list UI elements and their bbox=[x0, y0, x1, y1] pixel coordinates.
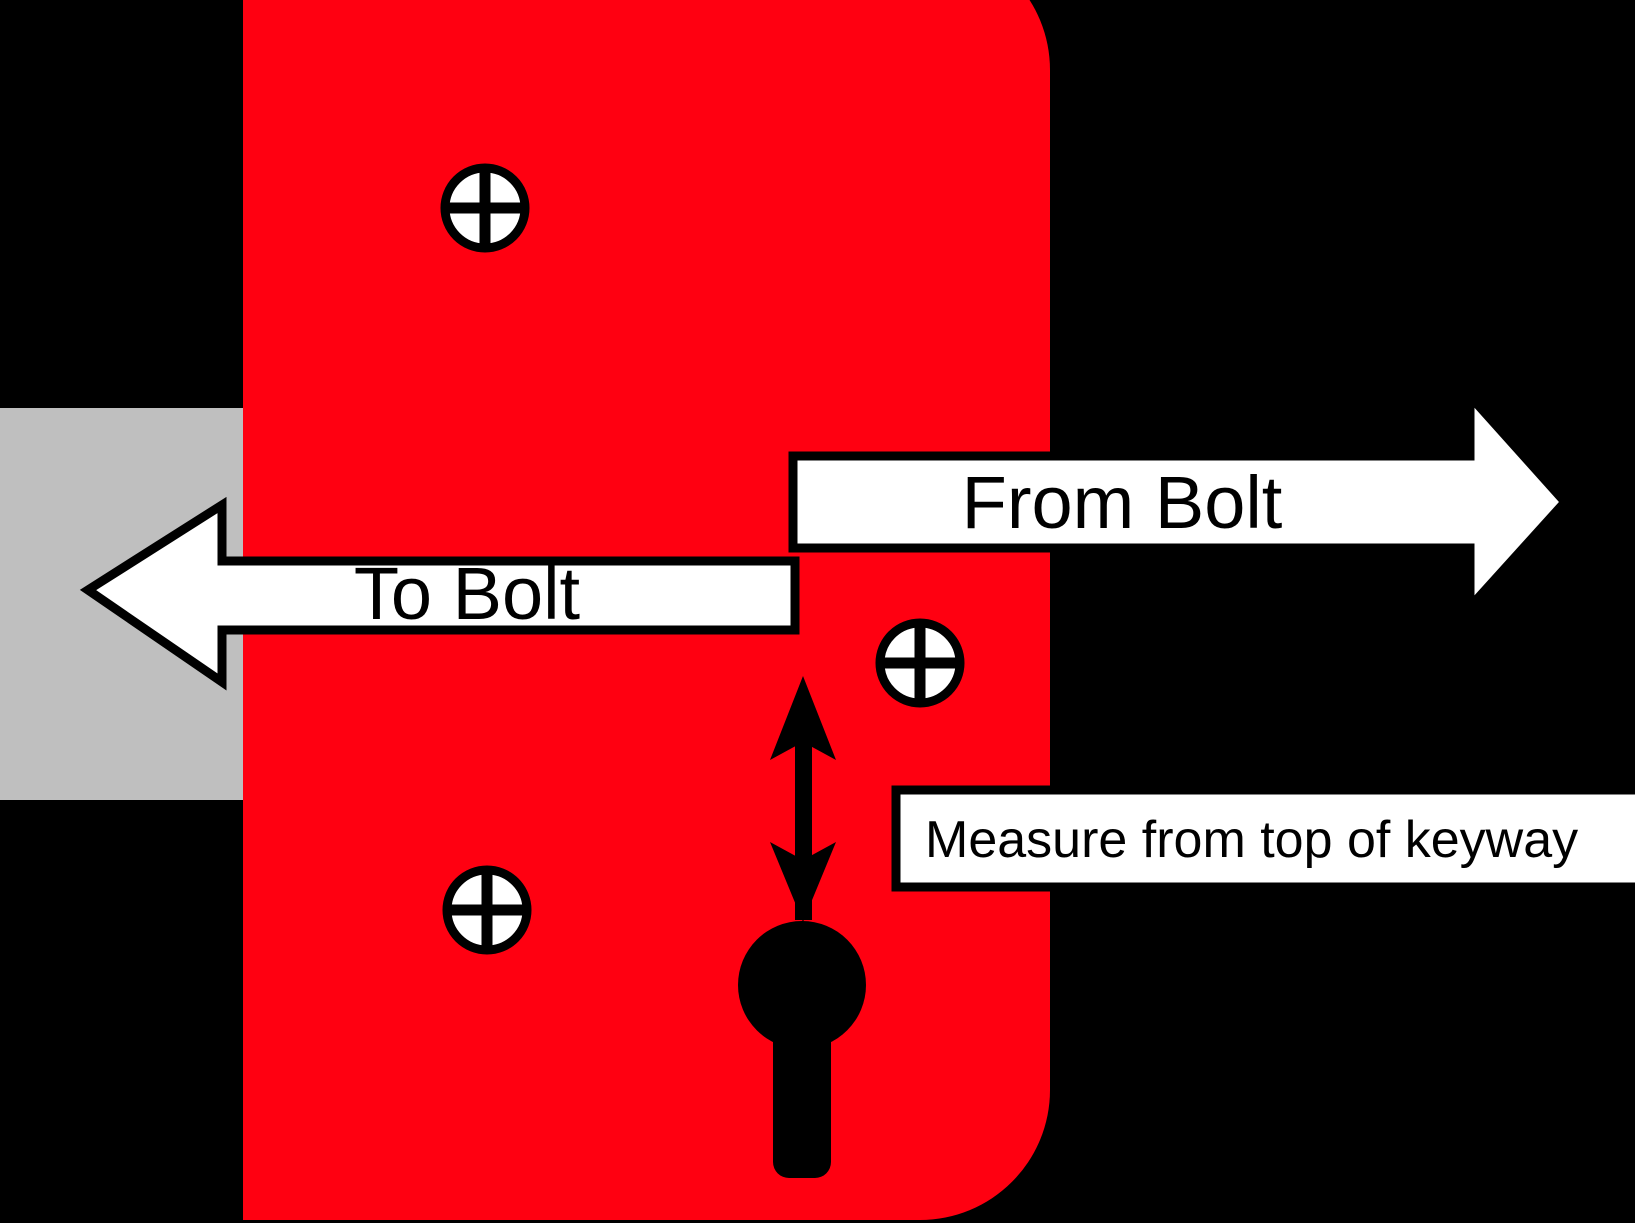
measure-callout: Measure from top of keyway bbox=[891, 785, 1635, 892]
screw-top-left bbox=[440, 163, 530, 253]
from-bolt-label: From Bolt bbox=[962, 461, 1283, 544]
to-bolt-label: To Bolt bbox=[354, 552, 581, 635]
screw-middle-right bbox=[875, 618, 965, 708]
measure-callout-box bbox=[891, 785, 1635, 892]
to-bolt-arrow-shape bbox=[79, 496, 800, 691]
screw-bottom-left bbox=[442, 865, 532, 955]
to-bolt-arrow: To Bolt bbox=[79, 496, 800, 691]
from-bolt-arrow-shape bbox=[788, 384, 1572, 619]
measure-callout-label: Measure from top of keyway bbox=[925, 811, 1578, 869]
measure-distance-arrow bbox=[770, 676, 836, 922]
keyway bbox=[738, 921, 866, 1178]
from-bolt-arrow: From Bolt bbox=[788, 384, 1572, 619]
